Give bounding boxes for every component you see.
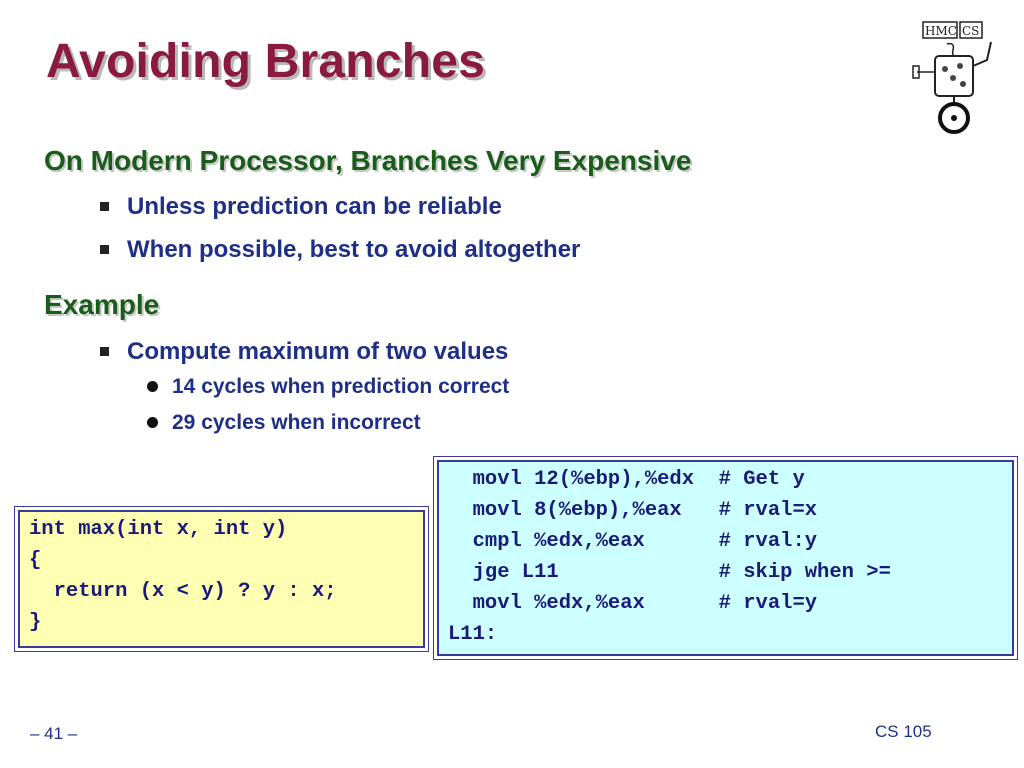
section-heading-processor: On Modern Processor, Branches Very Expen… — [44, 145, 692, 176]
assembly-code: movl 12(%ebp),%edx # Get y movl 8(%ebp),… — [437, 460, 1014, 656]
svg-text:CS: CS — [962, 24, 979, 38]
code-line: movl %edx,%eax # rval=y — [448, 592, 818, 615]
assembly-code-box: movl 12(%ebp),%edx # Get y movl 8(%ebp),… — [433, 456, 1018, 660]
bullet-text: Unless prediction can be reliable — [127, 193, 502, 220]
code-line: cmpl %edx,%eax # rval:y — [448, 530, 818, 553]
code-line: } — [29, 611, 42, 634]
course-label: CS 105 — [875, 722, 932, 741]
round-bullet-icon — [147, 417, 158, 428]
sub-bullet-item: 14 cycles when prediction correct — [147, 375, 510, 399]
code-line: movl 12(%ebp),%edx # Get y — [448, 468, 805, 491]
square-bullet-icon — [100, 245, 109, 254]
sub-bullet-text: 29 cycles when incorrect — [172, 411, 421, 434]
bullet-text: When possible, best to avoid altogether — [127, 236, 581, 263]
section-heading-example: Example — [44, 289, 160, 320]
c-code: int max(int x, int y) { return (x < y) ? … — [18, 510, 425, 648]
hmc-cs-logo-icon: HMC CS — [912, 21, 992, 134]
svg-text:HMC: HMC — [925, 24, 957, 38]
bullet-item: Unless prediction can be reliable — [100, 193, 502, 221]
c-code-box: int max(int x, int y) { return (x < y) ? … — [14, 506, 429, 652]
round-bullet-icon — [147, 381, 158, 392]
sub-bullet-text: 14 cycles when prediction correct — [172, 375, 510, 398]
square-bullet-icon — [100, 347, 109, 356]
bullet-item: Compute maximum of two values — [100, 338, 509, 366]
slide-title: Avoiding Branches — [46, 35, 486, 88]
bullet-text: Compute maximum of two values — [127, 338, 509, 365]
code-line: return (x < y) ? y : x; — [29, 580, 337, 603]
page-number: – 41 – — [30, 724, 78, 743]
code-line: jge L11 # skip when >= — [448, 561, 891, 584]
code-line: movl 8(%ebp),%eax # rval=x — [448, 499, 818, 522]
code-line: int max(int x, int y) — [29, 518, 288, 541]
square-bullet-icon — [100, 202, 109, 211]
code-line: L11: — [448, 623, 498, 646]
bullet-item: When possible, best to avoid altogether — [100, 236, 581, 264]
code-line: { — [29, 549, 42, 572]
sub-bullet-item: 29 cycles when incorrect — [147, 411, 421, 435]
